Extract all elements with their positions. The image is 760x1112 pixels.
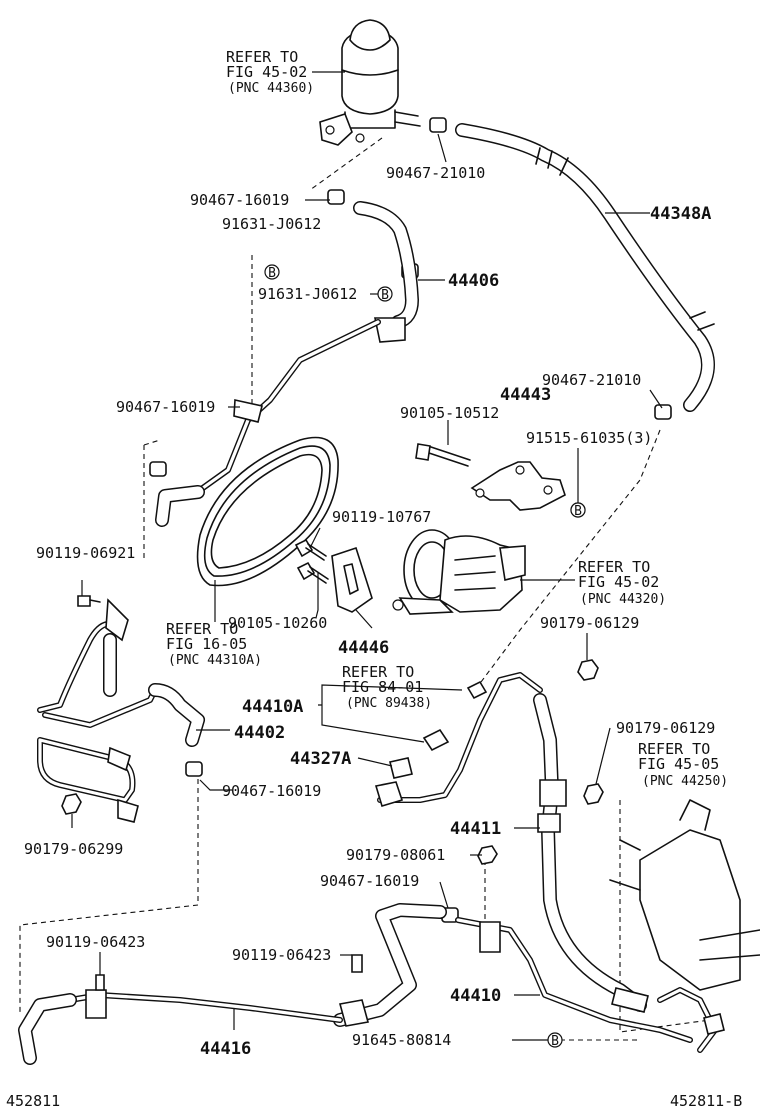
pressure-hose-44410a bbox=[374, 672, 543, 807]
svg-text:B: B bbox=[381, 288, 389, 303]
leader-dash bbox=[309, 137, 383, 191]
return-hose-44348a bbox=[455, 123, 715, 412]
hose-clamp-icon bbox=[149, 117, 672, 923]
part-number-44410: 44410 bbox=[450, 986, 501, 1006]
part-number-90467-16019: 90467-16019 bbox=[116, 398, 215, 416]
svg-text:(PNC 44310A): (PNC 44310A) bbox=[168, 653, 262, 668]
pressure-hose-44411 bbox=[533, 693, 649, 1013]
part-number-90119-10767: 90119-10767 bbox=[332, 508, 431, 526]
svg-text:FIG 84-01: FIG 84-01 bbox=[342, 678, 423, 696]
part-number-44402: 44402 bbox=[234, 723, 285, 743]
power-steering-pump bbox=[392, 529, 526, 615]
part-number-44411: 44411 bbox=[450, 819, 501, 839]
refer-note-sensor: REFER TO bbox=[342, 663, 414, 681]
return-pipe-44410 bbox=[455, 917, 725, 1053]
part-number-44327a: 44327A bbox=[290, 749, 351, 769]
svg-text:FIG 16-05: FIG 16-05 bbox=[166, 635, 247, 653]
part-number-91631-j0612: 91631-J0612 bbox=[222, 215, 321, 233]
bolt-icon bbox=[77, 538, 329, 607]
part-number-44410a: 44410A bbox=[242, 697, 303, 717]
part-number-90119-06423: 90119-06423 bbox=[232, 946, 331, 964]
steering-gear-outline bbox=[609, 799, 760, 991]
svg-text:FIG 45-02: FIG 45-02 bbox=[226, 63, 307, 81]
svg-text:FIG 45-05: FIG 45-05 bbox=[638, 755, 719, 773]
part-number-91631-j0612: 91631-J0612 bbox=[258, 285, 357, 303]
part-number-44446: 44446 bbox=[338, 638, 389, 658]
part-number-90179-06129: 90179-06129 bbox=[540, 614, 639, 632]
svg-text:B: B bbox=[551, 1034, 559, 1049]
svg-text:(PNC 89438): (PNC 89438) bbox=[346, 696, 432, 711]
part-number-90467-21010: 90467-21010 bbox=[386, 164, 485, 182]
refer-note-gear: REFER TO bbox=[638, 740, 710, 758]
leader-lines bbox=[71, 71, 663, 1041]
spacer-plate-44446 bbox=[331, 546, 373, 613]
svg-text:(PNC 44250): (PNC 44250) bbox=[642, 774, 728, 789]
hose-44402 bbox=[103, 633, 205, 747]
drive-belt bbox=[196, 436, 339, 587]
reservoir-tank bbox=[319, 19, 421, 146]
part-number-90179-06299: 90179-06299 bbox=[24, 840, 123, 858]
part-number-44406: 44406 bbox=[448, 271, 499, 291]
part-number-90179-08061: 90179-08061 bbox=[346, 846, 445, 864]
refer-note-belt: REFER TO bbox=[166, 620, 238, 638]
svg-text:(PNC 44360): (PNC 44360) bbox=[228, 81, 314, 96]
part-number-90467-16019: 90467-16019 bbox=[320, 872, 419, 890]
suction-hose-44406 bbox=[155, 201, 419, 527]
figure-id-right: 452811-B bbox=[670, 1092, 742, 1110]
refer-note-pump: REFER TO bbox=[578, 558, 650, 576]
svg-text:FIG 45-02: FIG 45-02 bbox=[578, 573, 659, 591]
refer-note-reservoir: REFER TO bbox=[226, 48, 298, 66]
svg-text:B: B bbox=[574, 504, 582, 519]
part-number-90179-06129: 90179-06129 bbox=[616, 719, 715, 737]
svg-text:(PNC 44320): (PNC 44320) bbox=[580, 592, 666, 607]
part-number-90119-06921: 90119-06921 bbox=[36, 544, 135, 562]
part-number-90105-10260: 90105-10260 bbox=[228, 614, 327, 632]
part-number-91645-80814: 91645-80814 bbox=[352, 1031, 451, 1049]
part-number-90467-21010: 90467-21010 bbox=[542, 371, 641, 389]
part-number-44348a: 44348A bbox=[650, 204, 711, 224]
nut-icon bbox=[61, 659, 604, 865]
svg-text:B: B bbox=[268, 266, 276, 281]
part-number-44416: 44416 bbox=[200, 1039, 251, 1059]
cooler-pipe-assembly bbox=[37, 598, 158, 823]
part-number-91515-61035: 91515-61035(3) bbox=[526, 429, 652, 447]
part-number-44443: 44443 bbox=[500, 385, 551, 405]
marker-b-icon: B B B B bbox=[264, 264, 586, 1049]
part-number-90467-16019: 90467-16019 bbox=[222, 782, 321, 800]
part-number-90467-16019: 90467-16019 bbox=[190, 191, 289, 209]
part-number-90119-06423: 90119-06423 bbox=[46, 933, 145, 951]
callout-labels: REFER TO FIG 45-02 (PNC 44360) 90467-210… bbox=[6, 48, 742, 1110]
bracket-44443 bbox=[415, 443, 586, 518]
part-number-90105-10512: 90105-10512 bbox=[400, 404, 499, 422]
return-pipe-44416 bbox=[18, 903, 447, 1065]
figure-id-left: 452811 bbox=[6, 1092, 60, 1110]
